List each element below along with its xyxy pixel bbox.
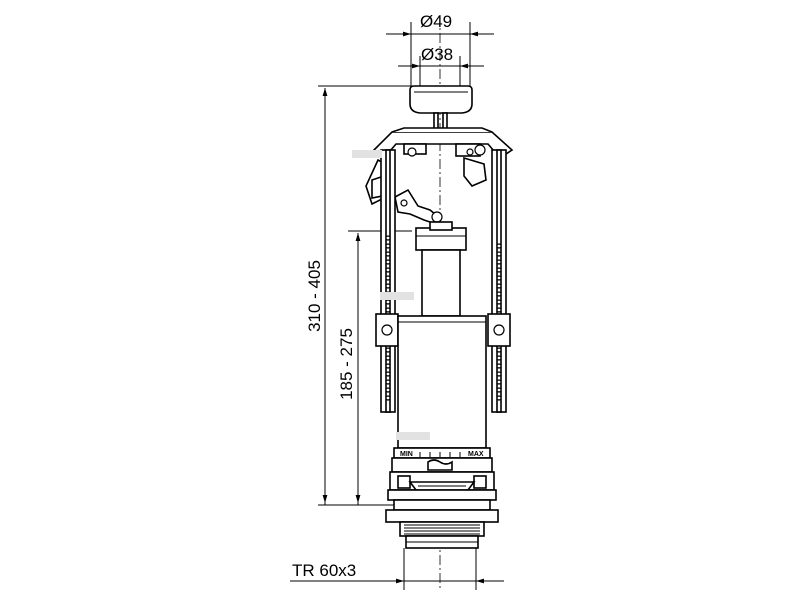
right-rail-holes: [496, 243, 502, 401]
dimension-diameter-49: Ø49: [386, 12, 494, 86]
dimension-diameter-38: Ø38: [398, 45, 484, 86]
valve-body: [393, 315, 491, 459]
overflow-tube: [415, 221, 467, 317]
dimension-overflow-height: 185 - 275: [337, 230, 412, 505]
threaded-base: [399, 521, 485, 549]
left-rail-holes: [385, 235, 391, 401]
dimension-total-height: 310 - 405: [305, 85, 412, 506]
rail-clamps: [375, 313, 511, 347]
watermark: [352, 150, 430, 440]
label-thread: TR 60x3: [292, 561, 356, 580]
level-scale: MIN MAX: [400, 451, 484, 458]
push-button: [409, 85, 473, 136]
label-diameter-38: Ø38: [421, 45, 453, 64]
label-overflow-height: 185 - 275: [337, 328, 356, 400]
label-diameter-49: Ø49: [420, 12, 452, 31]
dimension-thread: TR 60x3: [290, 548, 504, 590]
label-total-height: 310 - 405: [305, 260, 324, 332]
lower-cage: [385, 457, 499, 523]
valve-head: [365, 127, 514, 225]
scale-min: MIN: [400, 451, 413, 458]
scale-max: MAX: [468, 451, 484, 458]
